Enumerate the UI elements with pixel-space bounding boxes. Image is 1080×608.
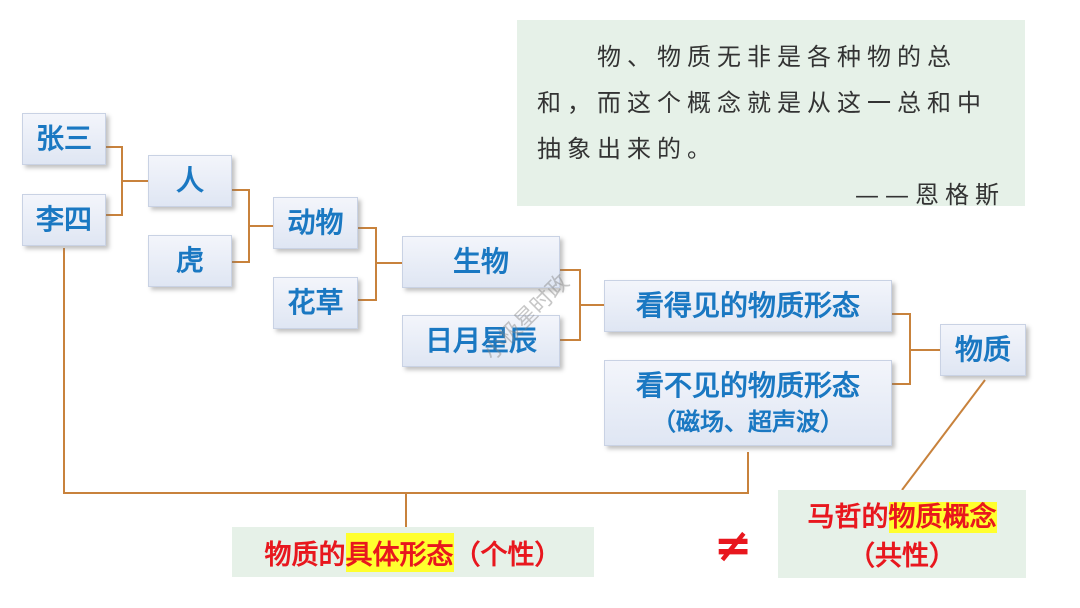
connector-zhangsan-lisi-ren [106,146,123,216]
node-shengwu: 生物 [402,236,560,288]
marxist-concept-suffix: （共性） [848,541,956,572]
specific-forms-prefix: 物质的 [264,539,346,571]
connector-ren-hu-dongwu [232,189,250,263]
node-huacao: 花草 [273,277,358,329]
specific-forms-label: 物质的具体形态（个性） [232,527,594,577]
node-riyuexingchen: 日月星辰 [402,315,560,367]
node-invisible-forms: 看不见的物质形态 （磁场、超声波） [604,360,892,446]
invisible-forms-label: 看不见的物质形态 [635,368,860,402]
marxist-concept-label: 马哲的物质概念 （共性） [778,490,1026,578]
specific-forms-suffix: （个性） [453,539,562,571]
node-dongwu: 动物 [273,197,358,249]
invisible-forms-examples: （磁场、超声波） [652,408,844,437]
marxist-concept-highlight: 物质概念 [888,502,997,533]
node-ren: 人 [148,155,232,207]
node-zhangsan: 张三 [22,113,106,165]
node-lisi: 李四 [22,194,106,246]
connector-wuzhi-to-concept [901,379,986,491]
connector-dongwu-huacao-shengwu [358,227,377,301]
node-wuzhi: 物质 [940,324,1026,376]
quote-author: ——恩格斯 [855,181,1005,209]
engels-quote-box: 物、物质无非是各种物的总和，而这个概念就是从这一总和中抽象出来的。 ——恩格斯 [517,20,1025,209]
connector-visible-invisible-wuzhi [892,313,911,385]
node-visible-forms: 看得见的物质形态 [604,280,892,332]
node-hu: 虎 [148,235,232,287]
marxist-concept-prefix: 马哲的 [807,502,889,533]
specific-forms-highlight: 具体形态 [345,532,454,572]
not-equal-sign: ≠ [713,518,753,572]
quote-text: 物、物质无非是各种物的总和，而这个概念就是从这一总和中抽象出来的。 [537,43,987,163]
